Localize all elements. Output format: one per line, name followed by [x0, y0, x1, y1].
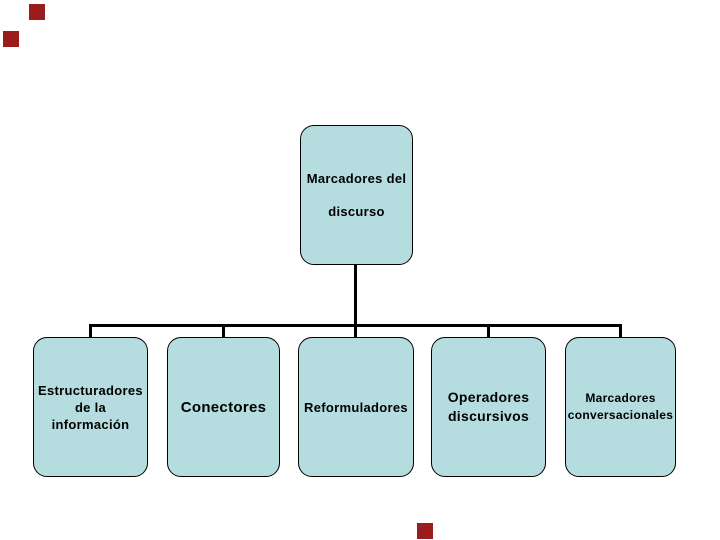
node-label-line: discursivos	[447, 408, 530, 424]
node-estructuradores-de-la-informacion: Estructuradores de la información	[33, 337, 148, 477]
node-label-line: Estructuradores	[38, 382, 143, 398]
node-label-line: Marcadores	[585, 391, 656, 405]
node-label-line: Marcadores del	[306, 171, 407, 186]
node-label-line: Reformuladores	[304, 399, 408, 415]
node-label-line: discurso	[328, 204, 385, 219]
connector-trunk	[354, 265, 357, 327]
node-operadores-discursivos: Operadores discursivos	[431, 337, 546, 477]
accent-square-bottom-edge	[417, 523, 433, 539]
accent-square-top-left	[29, 4, 45, 20]
node-marcadores-conversacionales: Marcadores conversacionales	[565, 337, 676, 477]
node-label-line: Conectores	[180, 398, 267, 416]
connector-drop	[354, 327, 357, 337]
node-label-line: de la	[74, 399, 107, 415]
node-marcadores-del-discurso: Marcadores del discurso	[300, 125, 413, 265]
connector-horizontal	[89, 324, 622, 327]
node-conectores: Conectores	[167, 337, 280, 477]
connector-drop	[222, 327, 225, 337]
node-label-line: conversacionales	[567, 408, 674, 422]
node-label-line: información	[51, 416, 130, 432]
connector-drop	[619, 327, 622, 337]
connector-drop	[89, 327, 92, 337]
node-label-line: Operadores	[447, 389, 530, 405]
accent-square-left-edge	[3, 31, 19, 47]
node-reformuladores: Reformuladores	[298, 337, 414, 477]
connector-drop	[487, 327, 490, 337]
